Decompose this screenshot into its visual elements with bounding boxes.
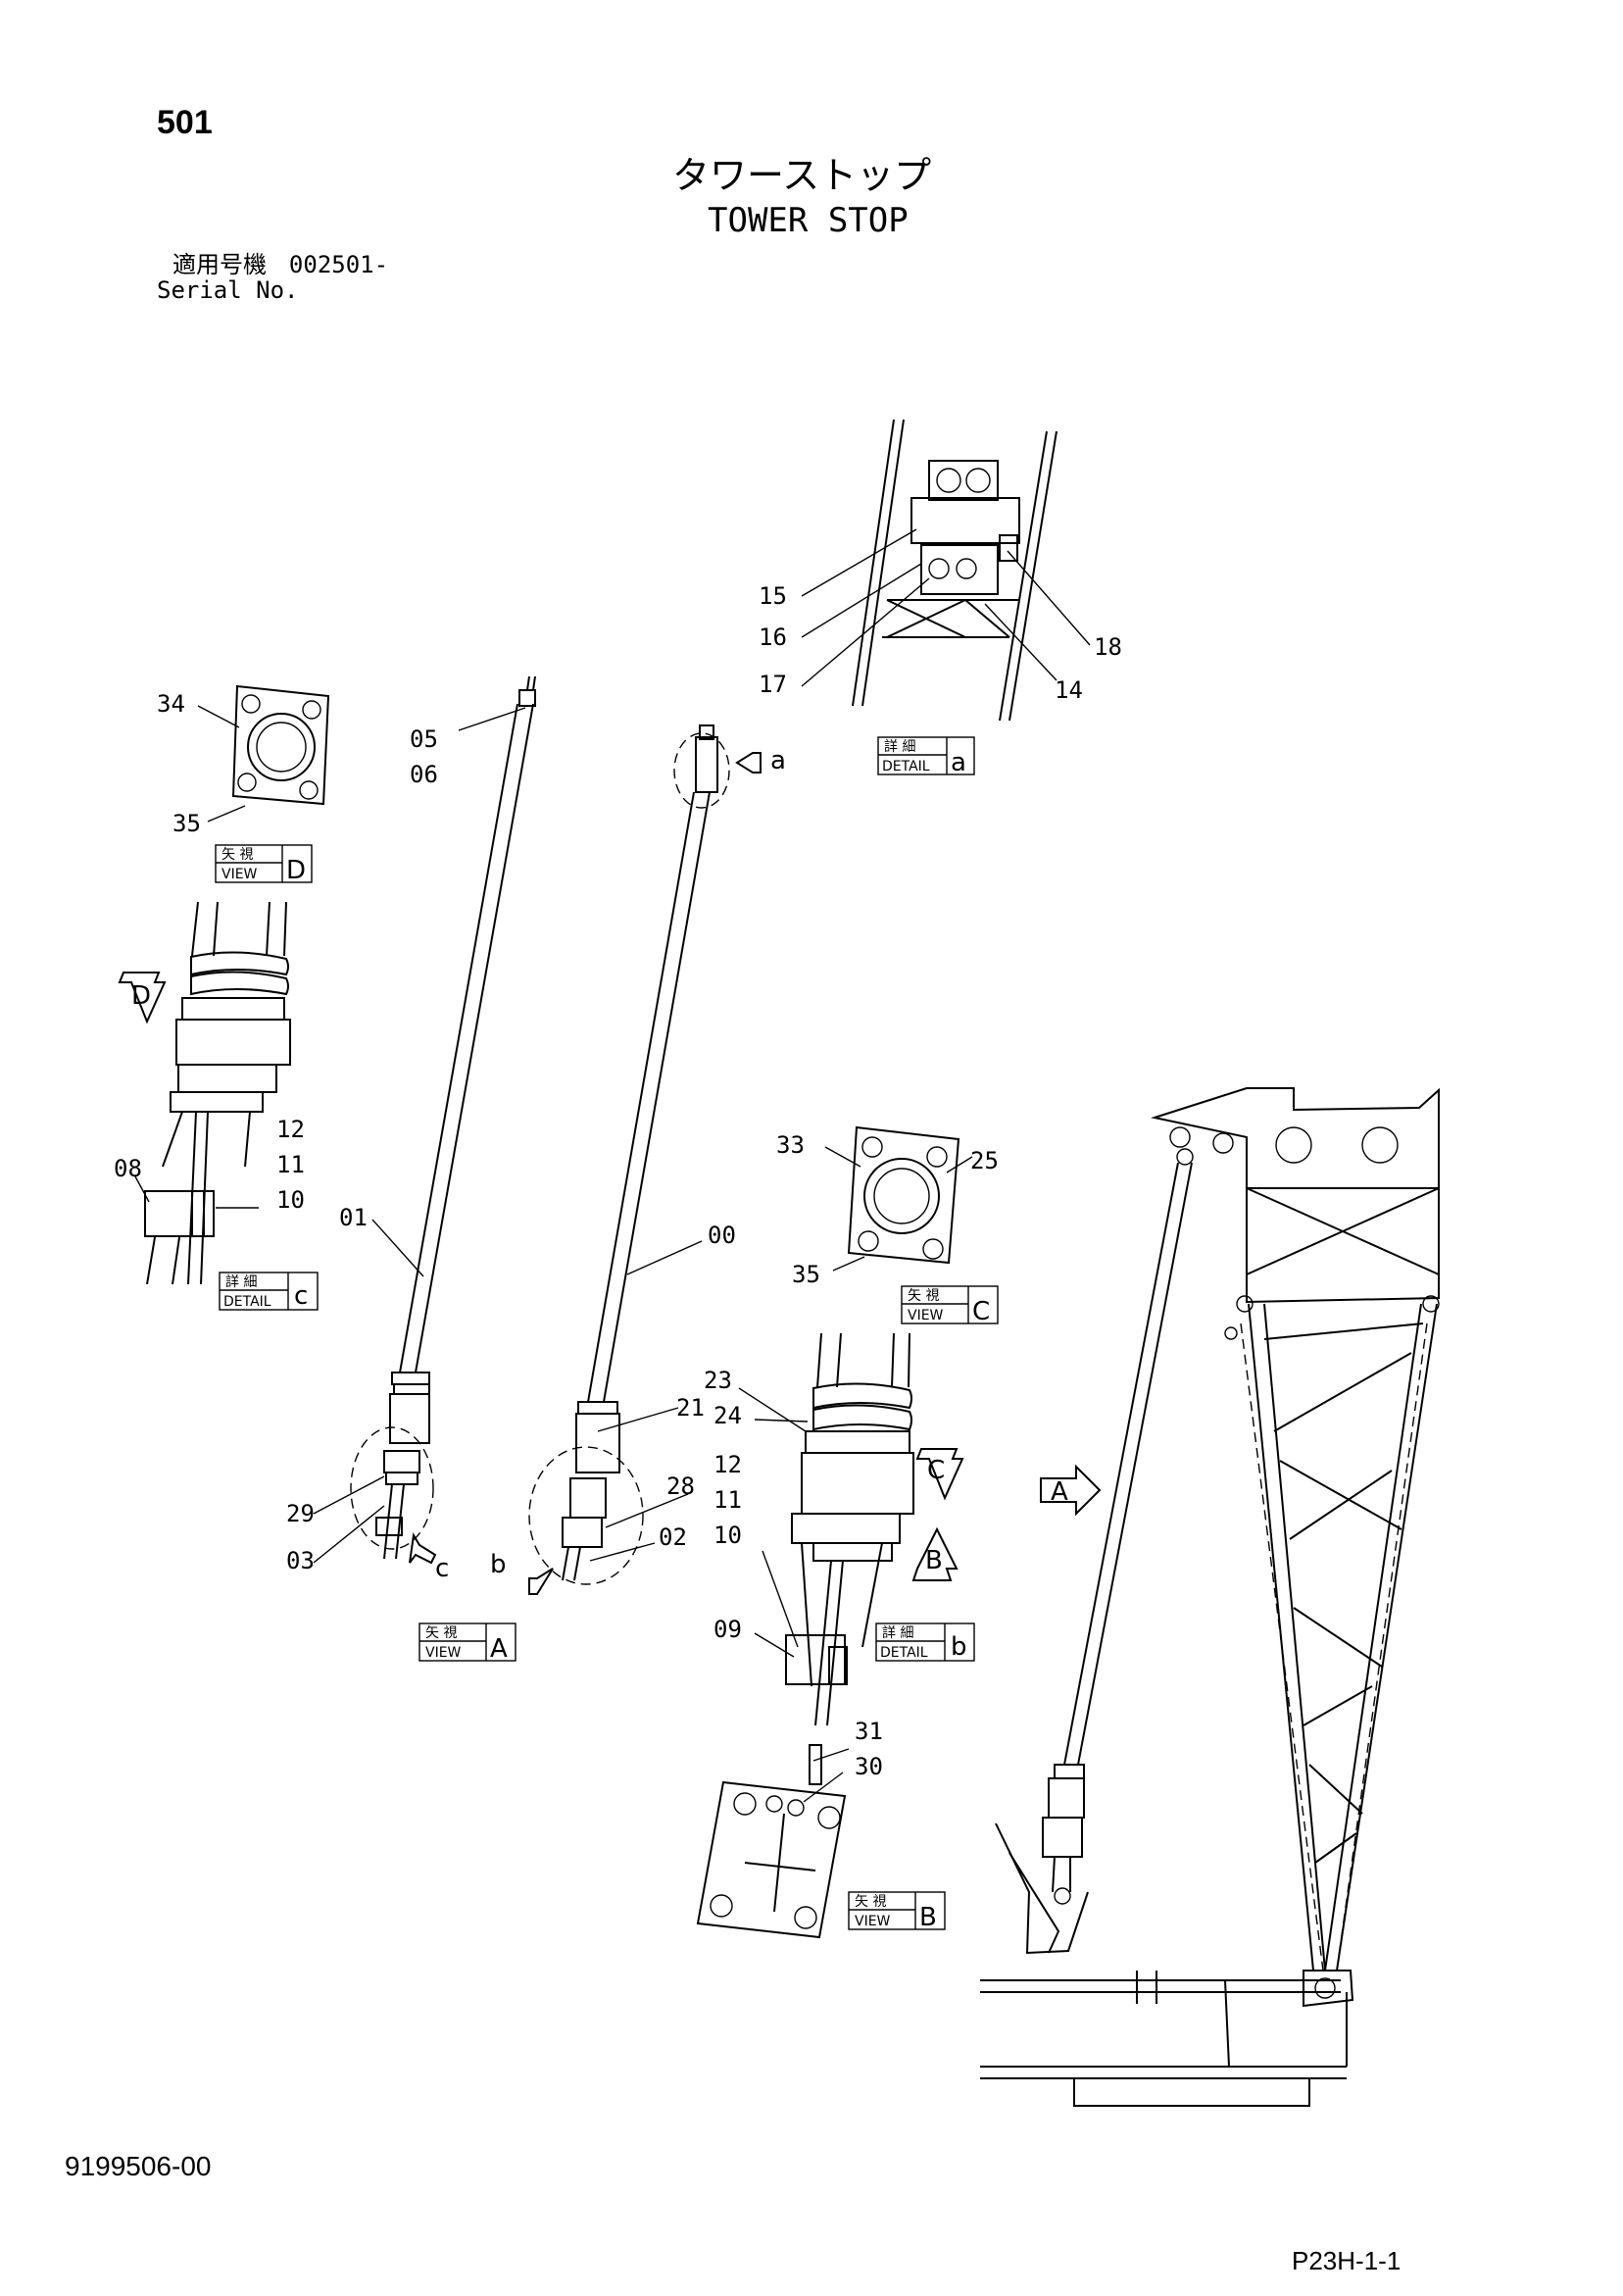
- callout-10-left: 10: [276, 1186, 305, 1214]
- arrow-label-c: c: [435, 1554, 449, 1583]
- callout-31: 31: [855, 1718, 883, 1745]
- callout-02: 02: [659, 1523, 687, 1551]
- detail-box-c-letter: c: [294, 1281, 308, 1311]
- detail-b-drawing: [738, 1332, 964, 1726]
- svg-text:VIEW: VIEW: [425, 1645, 462, 1661]
- arrow-label-A: A: [1051, 1477, 1068, 1507]
- callout-06: 06: [410, 761, 438, 788]
- view-box-a: 矢 視 VIEW A: [418, 1622, 516, 1664]
- rod-01-drawing: [313, 675, 536, 1565]
- callout-09: 09: [713, 1616, 742, 1643]
- callout-12-left: 12: [276, 1116, 305, 1143]
- document-number: 9199506-00: [65, 2151, 212, 2181]
- view-box-b-letter: B: [919, 1903, 937, 1932]
- view-box-a-letter: A: [490, 1634, 508, 1664]
- callout-35-top: 35: [172, 810, 201, 837]
- detail-box-a-letter: a: [951, 748, 966, 777]
- svg-text:詳 細: 詳 細: [225, 1274, 257, 1290]
- view-box-c-letter: C: [972, 1297, 990, 1326]
- page-reference: P23H-1-1: [1292, 2246, 1402, 2275]
- view-b-drawing: [696, 1744, 850, 1939]
- svg-text:DETAIL: DETAIL: [882, 759, 930, 774]
- callout-28: 28: [666, 1472, 695, 1500]
- serial-label-english: Serial No.: [157, 276, 299, 304]
- callout-18: 18: [1094, 633, 1122, 661]
- callout-10-mid: 10: [713, 1522, 742, 1549]
- view-box-b: 矢 視 VIEW B: [848, 1891, 946, 1932]
- callout-34: 34: [157, 690, 185, 718]
- page-number: 501: [157, 104, 213, 141]
- arrow-letters: a b c A B C D: [131, 746, 1068, 1583]
- serial-label-jp: 適用号機: [172, 251, 267, 278]
- callout-14: 14: [1055, 676, 1083, 704]
- arrow-label-C: C: [927, 1456, 945, 1485]
- callout-29: 29: [286, 1500, 315, 1527]
- svg-text:詳 細: 詳 細: [884, 739, 915, 755]
- callout-03: 03: [286, 1547, 315, 1574]
- callout-35-mid: 35: [792, 1261, 820, 1288]
- svg-text:VIEW: VIEW: [855, 1914, 891, 1929]
- callout-05: 05: [410, 725, 438, 753]
- detail-c-drawing: [118, 901, 291, 1285]
- callout-17: 17: [759, 671, 787, 698]
- arrow-label-B: B: [925, 1546, 943, 1575]
- arrow-label-a: a: [770, 746, 786, 775]
- view-box-c: 矢 視 VIEW C: [901, 1285, 999, 1326]
- view-c-drawing: [824, 1125, 973, 1272]
- detail-box-c: 詳 細 DETAIL c: [219, 1272, 319, 1311]
- serial-value: 002501-: [288, 251, 389, 278]
- callout-23: 23: [704, 1367, 732, 1394]
- title-english: TOWER STOP: [708, 201, 909, 240]
- arrow-label-b: b: [490, 1550, 507, 1579]
- callout-11-left: 11: [276, 1151, 305, 1178]
- view-d-drawing: [197, 684, 330, 823]
- svg-text:VIEW: VIEW: [221, 867, 258, 882]
- svg-text:矢 視: 矢 視: [221, 847, 253, 863]
- svg-text:矢 視: 矢 視: [908, 1288, 939, 1304]
- detail-box-b-letter: b: [951, 1632, 967, 1662]
- callout-08: 08: [114, 1155, 142, 1182]
- callout-15: 15: [759, 582, 787, 610]
- callout-11-mid: 11: [713, 1486, 742, 1514]
- callout-30: 30: [855, 1753, 883, 1780]
- serial-line-japanese: 適用号機 002501-: [172, 253, 388, 276]
- svg-text:矢 視: 矢 視: [425, 1625, 457, 1641]
- svg-text:VIEW: VIEW: [908, 1308, 944, 1323]
- callout-12-mid: 12: [713, 1451, 742, 1478]
- callout-01: 01: [339, 1204, 368, 1231]
- callout-25: 25: [970, 1147, 999, 1174]
- detail-box-a: 詳 細 DETAIL a: [877, 736, 975, 777]
- rod-00-drawing: [528, 724, 762, 1595]
- arrow-label-D: D: [131, 981, 151, 1011]
- view-box-d-letter: D: [286, 856, 306, 885]
- svg-text:DETAIL: DETAIL: [880, 1645, 928, 1661]
- svg-text:DETAIL: DETAIL: [223, 1294, 271, 1310]
- callout-00: 00: [708, 1222, 736, 1249]
- callout-24: 24: [713, 1402, 742, 1429]
- title-japanese: タワーストップ: [672, 154, 932, 197]
- callout-16: 16: [759, 624, 787, 651]
- detail-a-drawing: [801, 419, 1091, 722]
- crane-tower-drawing: [980, 1087, 1440, 2107]
- svg-text:矢 視: 矢 視: [855, 1894, 886, 1910]
- callout-labels: 15 16 17 18 14 34 35 05 06 12 11 10 08 0…: [114, 582, 1122, 1780]
- callout-21: 21: [676, 1394, 705, 1422]
- callout-33: 33: [776, 1131, 805, 1159]
- svg-text:詳 細: 詳 細: [882, 1625, 913, 1641]
- detail-box-b: 詳 細 DETAIL b: [875, 1622, 975, 1662]
- view-box-d: 矢 視 VIEW D: [215, 844, 313, 885]
